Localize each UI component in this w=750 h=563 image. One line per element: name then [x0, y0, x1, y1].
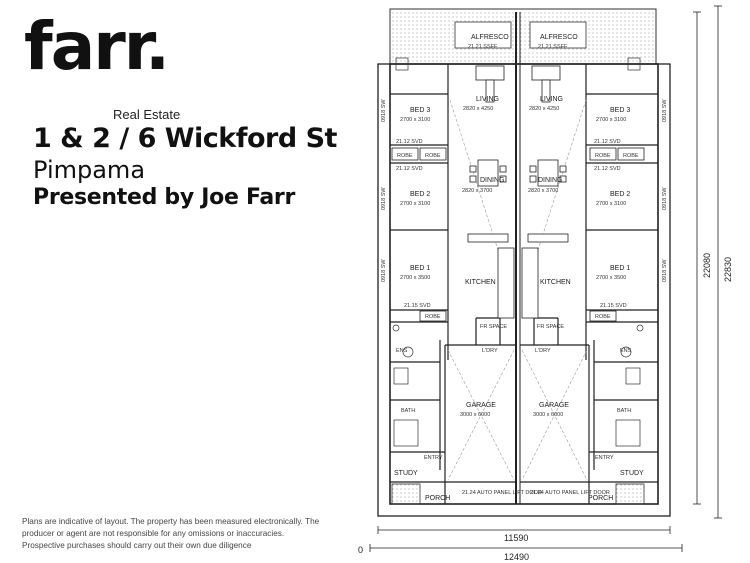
living-dims-right: 2820 x 4250	[529, 106, 559, 112]
bed1-dims-left: 2700 x 3500	[400, 275, 430, 281]
living-label-left: LIVING	[476, 96, 499, 103]
dim-width-inner: 11590	[504, 533, 528, 543]
entry-label-right: ENTRY	[595, 455, 614, 461]
dim-width-outer: 12490	[504, 552, 529, 562]
study-label-left: STUDY	[394, 470, 418, 477]
alfresco-right	[529, 21, 587, 49]
alfresco-level-left: 21.21 SSFF	[468, 44, 498, 50]
porch-label-left: PORCH	[425, 495, 450, 502]
svd-level-4: 21.12 SVD	[594, 139, 621, 145]
auto-door-left: 21.24 AUTO PANEL LIFT DOOR	[462, 490, 542, 496]
svd-level-2: 21.12 SVD	[396, 166, 423, 172]
svd-level-5: 21.12 SVD	[594, 166, 621, 172]
bed1-dims-right: 2700 x 3500	[596, 275, 626, 281]
fr-space-right: FR SPACE	[537, 324, 564, 330]
kitchen-label-left: KITCHEN	[465, 279, 496, 286]
robe-label-4: ROBE	[623, 153, 639, 159]
alfresco-label-left: ALFRESCO	[471, 34, 509, 41]
bed1-label-left: BED 1	[410, 265, 430, 272]
svd-level-3: 21.15 SVD	[404, 303, 431, 309]
garage-dims-left: 3000 x 6000	[460, 412, 490, 418]
dim-corner: 0	[358, 545, 363, 555]
bed3-label-right: BED 3	[610, 107, 630, 114]
bath-label-left: BATH	[401, 408, 415, 414]
study-label-right: STUDY	[620, 470, 644, 477]
robe-label-3: ROBE	[595, 153, 611, 159]
bed2-dims-left: 2700 x 3100	[400, 201, 430, 207]
sw-note-5: 0918 SW	[662, 187, 668, 210]
bed3-label-left: BED 3	[410, 107, 430, 114]
sw-note-3: 0918 SW	[381, 259, 387, 282]
dining-dims-left: 2820 x 3700	[462, 188, 492, 194]
bed3-dims-right: 2700 x 3100	[596, 117, 626, 123]
kitchen-label-right: KITCHEN	[540, 279, 571, 286]
bed2-label-right: BED 2	[610, 191, 630, 198]
robe-label-6: ROBE	[595, 314, 611, 320]
alfresco-level-right: 21.21 SSFF	[538, 44, 568, 50]
living-dims-left: 2820 x 4250	[463, 106, 493, 112]
porch-label-right: PORCH	[588, 495, 613, 502]
bed2-label-left: BED 2	[410, 191, 430, 198]
ens-label-right: ENS	[620, 348, 632, 354]
alfresco-paving	[389, 8, 657, 65]
robe-label-5: ROBE	[425, 314, 441, 320]
brand-logo: farr.	[24, 8, 170, 85]
robe-label-1: ROBE	[397, 153, 413, 159]
garage-dims-right: 3000 x 6000	[533, 412, 563, 418]
garage-label-left: GARAGE	[466, 402, 496, 409]
alfresco-left	[454, 21, 512, 49]
sw-note-6: 0918 SW	[662, 259, 668, 282]
dining-label-left: DINING	[480, 177, 505, 184]
living-label-right: LIVING	[540, 96, 563, 103]
sw-note-4: 0918 SW	[662, 99, 668, 122]
dim-height-outer: 22830	[723, 257, 733, 282]
ldry-label-left: L'DRY	[482, 348, 498, 354]
dim-height-inner: 22080	[702, 253, 712, 278]
ldry-label-right: L'DRY	[535, 348, 551, 354]
fr-space-left: FR SPACE	[480, 324, 507, 330]
bed2-dims-right: 2700 x 3100	[596, 201, 626, 207]
sw-note-1: 0918 SW	[381, 99, 387, 122]
bath-label-right: BATH	[617, 408, 631, 414]
robe-label-2: ROBE	[425, 153, 441, 159]
brand-tagline: Real Estate	[113, 107, 181, 122]
alfresco-label-right: ALFRESCO	[540, 34, 578, 41]
inner-wall	[389, 63, 659, 505]
garage-label-right: GARAGE	[539, 402, 569, 409]
dining-label-right: DINING	[538, 177, 563, 184]
dining-dims-right: 2820 x 3700	[528, 188, 558, 194]
svd-level-6: 21.15 SVD	[600, 303, 627, 309]
disclaimer-text: Plans are indicative of layout. The prop…	[22, 517, 320, 550]
svd-level-1: 21.12 SVD	[396, 139, 423, 145]
auto-door-right: 21.24 AUTO PANEL LIFT DOOR	[530, 490, 610, 496]
bed1-label-right: BED 1	[610, 265, 630, 272]
entry-label-left: ENTRY	[424, 455, 443, 461]
listing-suburb: Pimpama	[33, 156, 146, 184]
listing-address: 1 & 2 / 6 Wickford St	[33, 123, 337, 154]
ens-label-left: ENS	[396, 348, 408, 354]
bed3-dims-left: 2700 x 3100	[400, 117, 430, 123]
listing-presenter: Presented by Joe Farr	[33, 185, 296, 210]
sw-note-2: 0918 SW	[381, 187, 387, 210]
